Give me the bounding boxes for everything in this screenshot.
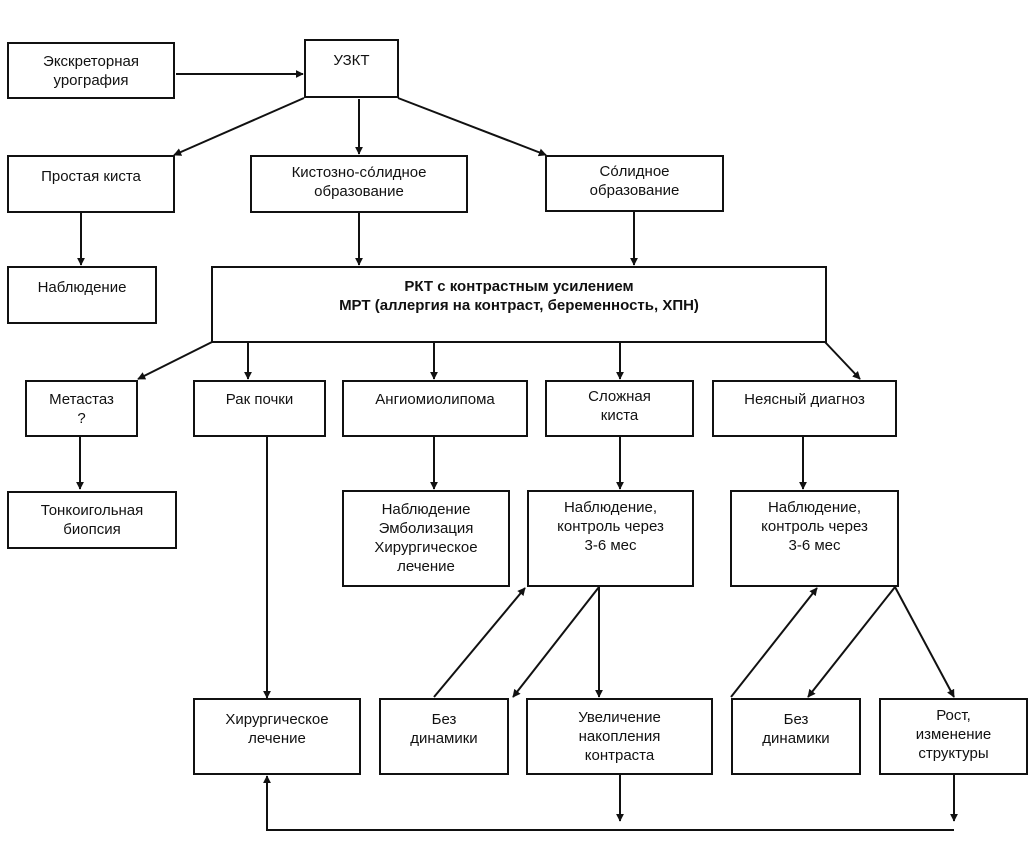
node-aml-management: Наблюдение Эмболизация Хирургическое леч… xyxy=(342,490,510,587)
arrow-no-dynamics-back-to-unclear-followup xyxy=(730,587,818,698)
node-contrast-increase: Увеличение накопления контраста xyxy=(526,698,713,775)
node-fine-needle-biopsy-label: Тонкоигольная биопсия xyxy=(40,502,144,538)
arrow-unclear-followup-to-no-dynamics xyxy=(807,586,896,698)
node-unclear-diagnosis: Неясный диагноз xyxy=(712,380,897,437)
arrow-uzkt-to-simple-cyst xyxy=(173,97,305,156)
node-angiomyolipoma-label: Ангиомиолипома xyxy=(375,391,495,408)
arrow-rkt-to-metastasis xyxy=(137,341,213,380)
node-fine-needle-biopsy: Тонкоигольная биопсия xyxy=(7,491,177,549)
node-rkt-mrt: РКТ с контрастным усилением МРТ (аллерги… xyxy=(211,266,827,343)
node-unclear-followup: Наблюдение, контроль через 3-6 мес xyxy=(730,490,899,587)
node-complex-cyst: Сложная киста xyxy=(545,380,694,437)
node-cyst-followup: Наблюдение, контроль через 3-6 мес xyxy=(527,490,694,587)
arrow-no-dynamics-back-to-cyst-followup xyxy=(433,587,526,698)
node-simple-cyst: Простая киста xyxy=(7,155,175,213)
node-excretory-urography-label: Экскреторная урография xyxy=(43,52,139,89)
node-no-dynamics-1: Без динамики xyxy=(379,698,509,775)
node-uzkt: УЗКТ xyxy=(304,39,399,98)
node-complex-cyst-label: Сложная киста xyxy=(588,388,651,424)
node-solid: Со́лидное образование xyxy=(545,155,724,212)
node-uzkt-label: УЗКТ xyxy=(333,52,370,69)
node-kidney-cancer: Рак почки xyxy=(193,380,326,437)
node-cystic-solid-label: Кистозно-со́лидное образование xyxy=(291,164,427,200)
arrow-uzkt-to-solid xyxy=(397,97,547,157)
node-cyst-followup-label: Наблюдение, контроль через 3-6 мес xyxy=(557,499,664,554)
node-unclear-diagnosis-label: Неясный диагноз xyxy=(744,391,865,408)
arrow-cyst-followup-to-no-dynamics xyxy=(512,586,600,698)
node-solid-label: Со́лидное образование xyxy=(589,163,680,199)
node-metastasis: Метастаз ? xyxy=(25,380,138,437)
node-aml-management-label: Наблюдение Эмболизация Хирургическое леч… xyxy=(374,501,478,575)
node-surgery: Хирургическое лечение xyxy=(193,698,361,775)
node-no-dynamics-1-label: Без динамики xyxy=(410,711,478,747)
node-growth-change-label: Рост, изменение структуры xyxy=(915,707,992,762)
node-surgery-label: Хирургическое лечение xyxy=(225,711,329,747)
node-no-dynamics-2-label: Без динамики xyxy=(762,711,830,747)
node-no-dynamics-2: Без динамики xyxy=(731,698,861,775)
node-excretory-urography: Экскреторная урография xyxy=(7,42,175,99)
node-kidney-cancer-label: Рак почки xyxy=(225,391,294,408)
node-simple-cyst-label: Простая киста xyxy=(41,168,141,185)
arrow-unclear-followup-to-growth xyxy=(894,586,955,698)
node-observation: Наблюдение xyxy=(7,266,157,324)
node-contrast-increase-label: Увеличение накопления контраста xyxy=(578,709,661,764)
node-angiomyolipoma: Ангиомиолипома xyxy=(342,380,528,437)
node-rkt-mrt-label: РКТ с контрастным усилением МРТ (аллерги… xyxy=(339,278,699,314)
node-cystic-solid: Кистозно-со́лидное образование xyxy=(250,155,468,213)
node-growth-change: Рост, изменение структуры xyxy=(879,698,1028,775)
arrow-rkt-to-unclear-diagnosis xyxy=(824,341,861,380)
node-unclear-followup-label: Наблюдение, контроль через 3-6 мес xyxy=(761,499,868,554)
node-observation-label: Наблюдение xyxy=(37,279,127,296)
node-metastasis-label: Метастаз ? xyxy=(49,391,114,427)
connector-bottom-return xyxy=(263,775,954,831)
